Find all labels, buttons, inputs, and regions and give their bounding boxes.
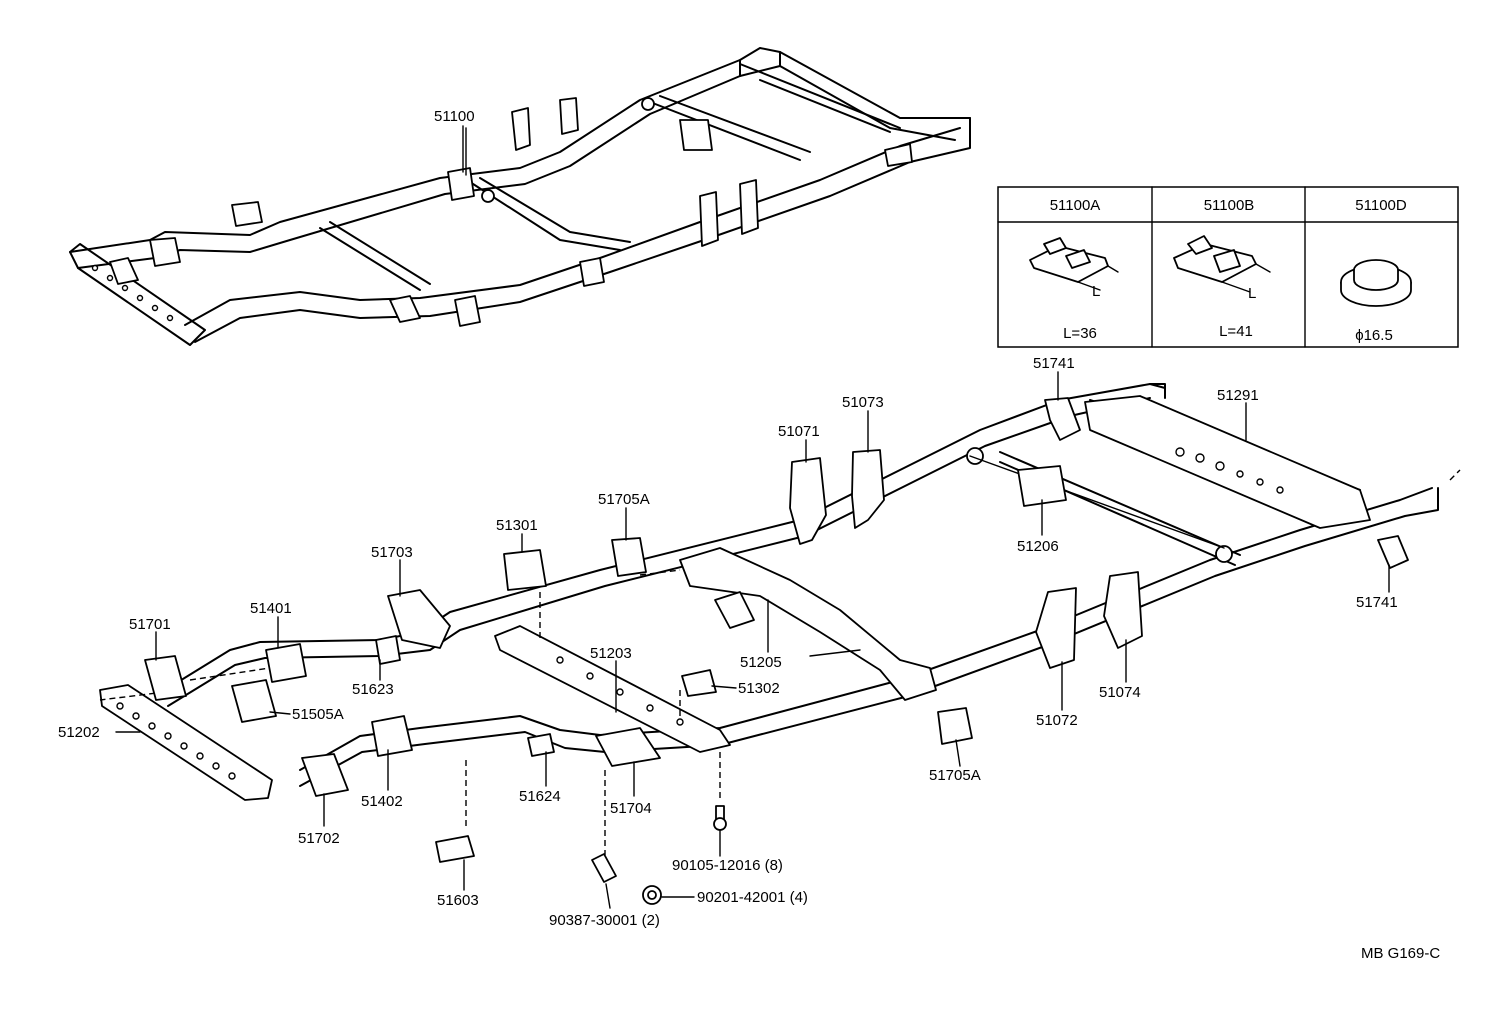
dim-label-b: L bbox=[1248, 285, 1256, 302]
label-51100: 51100 bbox=[434, 108, 475, 125]
label-90105-12016: 90105-12016 (8) bbox=[672, 857, 783, 874]
table-header-51100b: 51100B bbox=[1204, 197, 1255, 214]
bushing-90387-icon bbox=[591, 853, 617, 883]
label-51203: 51203 bbox=[590, 645, 632, 662]
label-51202: 51202 bbox=[58, 724, 100, 741]
part-51073-shape bbox=[851, 449, 885, 529]
part-51206-shape bbox=[1017, 465, 1067, 507]
label-51072: 51072 bbox=[1036, 712, 1078, 729]
part-51074-shape bbox=[1103, 571, 1143, 649]
part-51301-shape bbox=[503, 549, 547, 591]
part-51701-shape bbox=[144, 655, 187, 701]
exploded-frame bbox=[99, 383, 1461, 855]
part-51741b-shape bbox=[1377, 535, 1409, 569]
part-51704-shape bbox=[595, 727, 661, 767]
diagram-code: MB G169-C bbox=[1361, 945, 1440, 962]
label-51206: 51206 bbox=[1017, 538, 1059, 555]
table-header-51100a: 51100A bbox=[1050, 197, 1101, 214]
part-51603-shape bbox=[435, 835, 475, 863]
leader-lines bbox=[115, 125, 1390, 909]
variant-table: 51100A 51100B 51100D L L=36 L L=41 bbox=[997, 186, 1459, 348]
label-51301: 51301 bbox=[496, 517, 538, 534]
label-90387-30001: 90387-30001 (2) bbox=[549, 912, 660, 929]
label-51623: 51623 bbox=[352, 681, 394, 698]
part-labels: 51100 51741 51291 51073 51071 51705A 513… bbox=[58, 108, 1440, 962]
label-51302: 51302 bbox=[738, 680, 780, 697]
label-51603: 51603 bbox=[437, 892, 479, 909]
label-51741-right: 51741 bbox=[1356, 594, 1398, 611]
part-51741a-shape bbox=[1044, 397, 1081, 441]
label-51741-top: 51741 bbox=[1033, 355, 1075, 372]
label-51291: 51291 bbox=[1217, 387, 1259, 404]
part-51623-shape bbox=[375, 635, 401, 665]
label-51205: 51205 bbox=[740, 654, 782, 671]
label-51701: 51701 bbox=[129, 616, 171, 633]
part-51703-shape bbox=[387, 589, 451, 649]
washer-90201-icon bbox=[642, 885, 662, 905]
frame-assembly-51100 bbox=[69, 47, 971, 346]
label-51074: 51074 bbox=[1099, 684, 1141, 701]
label-51073: 51073 bbox=[842, 394, 884, 411]
label-51071: 51071 bbox=[778, 423, 820, 440]
table-value-51100d: ϕ16.5 bbox=[1355, 327, 1393, 344]
parts-group bbox=[144, 397, 1409, 905]
part-51072-shape bbox=[1035, 587, 1077, 669]
label-51505a: 51505A bbox=[292, 706, 344, 723]
label-51705a-top: 51705A bbox=[598, 491, 650, 508]
table-value-51100b: L=41 bbox=[1219, 323, 1253, 340]
pad-51100a-icon bbox=[1029, 237, 1119, 291]
part-51705a-top-shape bbox=[611, 537, 647, 577]
table-value-51100a: L=36 bbox=[1063, 325, 1097, 342]
part-51705a-bot-shape bbox=[937, 707, 973, 745]
part-51402-shape bbox=[371, 715, 413, 757]
label-51703: 51703 bbox=[371, 544, 413, 561]
part-51071-shape bbox=[789, 457, 827, 545]
label-51702: 51702 bbox=[298, 830, 340, 847]
bolt-90105-icon bbox=[713, 805, 727, 831]
label-51705a-bottom: 51705A bbox=[929, 767, 981, 784]
part-51702-shape bbox=[301, 753, 349, 797]
part-51401-shape bbox=[265, 643, 307, 683]
table-header-51100d: 51100D bbox=[1355, 197, 1407, 214]
label-51624: 51624 bbox=[519, 788, 561, 805]
part-51302-shape bbox=[681, 669, 717, 697]
label-51401: 51401 bbox=[250, 600, 292, 617]
pad-51100b-icon bbox=[1173, 235, 1271, 293]
part-51624-shape bbox=[527, 733, 555, 757]
label-90201-42001: 90201-42001 (4) bbox=[697, 889, 808, 906]
label-51402: 51402 bbox=[361, 793, 403, 810]
dim-label-a: L bbox=[1092, 283, 1100, 300]
part-51505a-shape bbox=[231, 679, 277, 723]
label-51704: 51704 bbox=[610, 800, 652, 817]
grommet-51100d-icon bbox=[1340, 259, 1412, 307]
